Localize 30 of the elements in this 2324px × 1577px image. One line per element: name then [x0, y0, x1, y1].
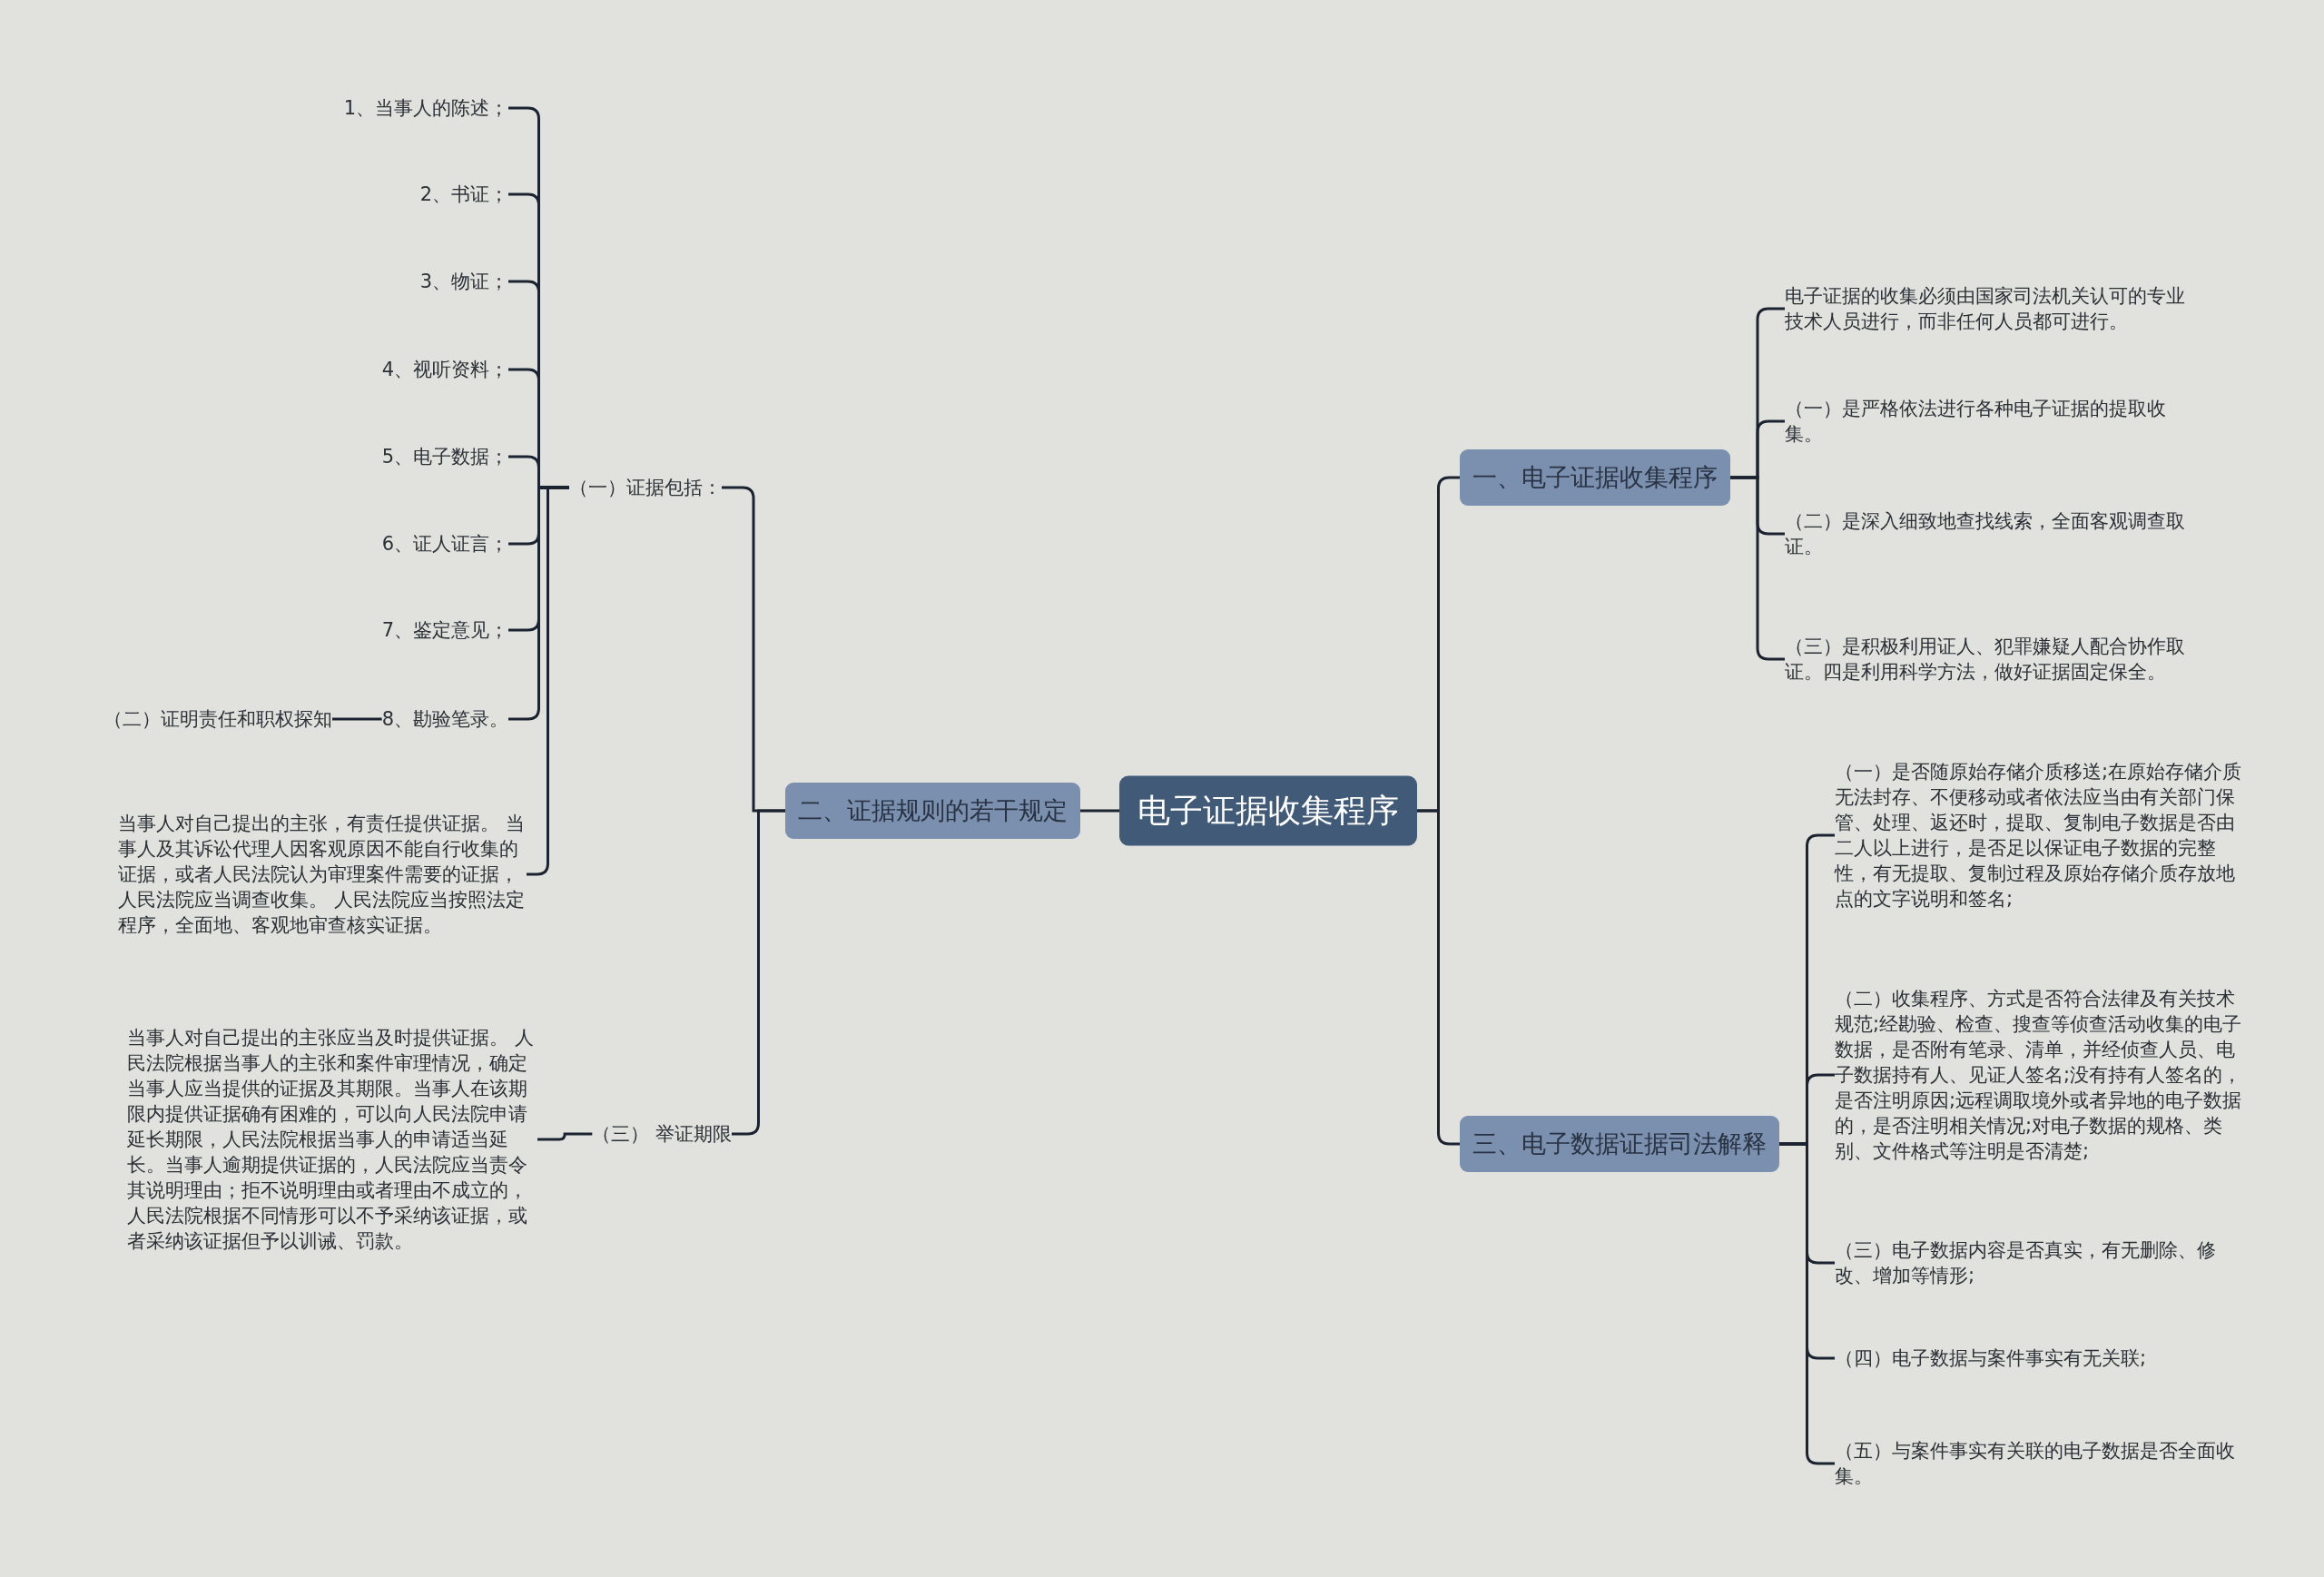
list-item-text: 8、勘验笔录。	[381, 706, 508, 732]
list-item-text: （三） 举证期限	[592, 1121, 732, 1147]
paragraph-text: （一）是否随原始存储介质移送;在原始存储介质无法封存、不便移动或者依法应当由有关部门保管、处理、返还时，提取、复制电子数据是否由二人以上进行，是否足以保证电子数据的完整性，有无提取、复制过程及原始存储介质存放地点的文字说明和签名;	[1835, 759, 2243, 912]
list-item-text: 1、当事人的陈述；	[343, 95, 508, 121]
list-item-text: 2、书证；	[419, 182, 508, 207]
list-item-text: 3、物证；	[419, 269, 508, 294]
connector-line	[332, 717, 382, 721]
paragraph-text: 当事人对自己提出的主张应当及时提供证据。 人民法院根据当事人的主张和案件审理情况，确定当事人应当提供的证据及其期限。当事人在该期限内提供证据确有困难的，可以向人民法院申请延长期限，人民法院根据当事人的申请适当延长。当事人逾期提供证据的，人民法院应当责令其说明理由；拒不说明理由或者理由不成立的，人民法院根据不同情形可以不予采纳该证据，或者采纳该证据但予以训诫、罚款。	[127, 1025, 537, 1254]
paragraph-text: （一）是严格依法进行各种电子证据的提取收集。	[1785, 396, 2193, 447]
list-item-text: 7、鉴定意见；	[381, 617, 508, 643]
connector-line	[1417, 809, 1460, 1146]
paragraph-text: （三）电子数据内容是否真实，有无删除、修改、增加等情形;	[1835, 1237, 2243, 1288]
list-item-text: （一）证据包括：	[569, 475, 722, 500]
paragraph-text: （二）是深入细致地查找线索，全面客观调查取证。	[1785, 508, 2193, 559]
list-item-text: （二）证明责任和职权探知	[103, 706, 332, 732]
paragraph-text: （三）是积极利用证人、犯罪嫌疑人配合协作取证。四是利用科学方法，做好证据固定保全。	[1785, 634, 2193, 685]
paragraph-text: （五）与案件事实有关联的电子数据是否全面收集。	[1835, 1438, 2243, 1489]
list-item-text: 4、视听资料；	[381, 357, 508, 382]
root-topic-box: 电子证据收集程序	[1119, 775, 1417, 846]
branch-topic-box: 二、证据规则的若干规定	[785, 783, 1080, 839]
paragraph-text: （四）电子数据与案件事实有无关联;	[1835, 1345, 2243, 1371]
paragraph-text: 电子证据的收集必须由国家司法机关认可的专业技术人员进行，而非任何人员都可进行。	[1785, 283, 2193, 334]
connector-line	[1080, 809, 1119, 813]
branch-topic-box: 三、电子数据证据司法解释	[1460, 1116, 1779, 1172]
list-item-text: 6、证人证言；	[381, 531, 508, 557]
connector-line	[537, 1132, 593, 1141]
branch-topic-box: 一、电子证据收集程序	[1460, 449, 1730, 506]
paragraph-text: （二）收集程序、方式是否符合法律及有关技术规范;经勘验、检查、搜查等侦查活动收集的电子数据，是否附有笔录、清单，并经侦查人员、电子数据持有人、见证人签名;没有持有人签名的，是否注明原因;远程调取境外或者异地的电子数据的，是否注明相关情况;对电子数据的规格、类别、文件格式等注明是否清楚;	[1835, 986, 2243, 1164]
list-item-text: 5、电子数据；	[381, 444, 508, 469]
paragraph-text: 当事人对自己提出的主张，有责任提供证据。 当事人及其诉讼代理人因客观原因不能自行收集的证据，或者人民法院认为审理案件需要的证据，人民法院应当调查收集。 人民法院应当按照法定程序，全面地、客观地审查核实证据。	[118, 811, 527, 938]
